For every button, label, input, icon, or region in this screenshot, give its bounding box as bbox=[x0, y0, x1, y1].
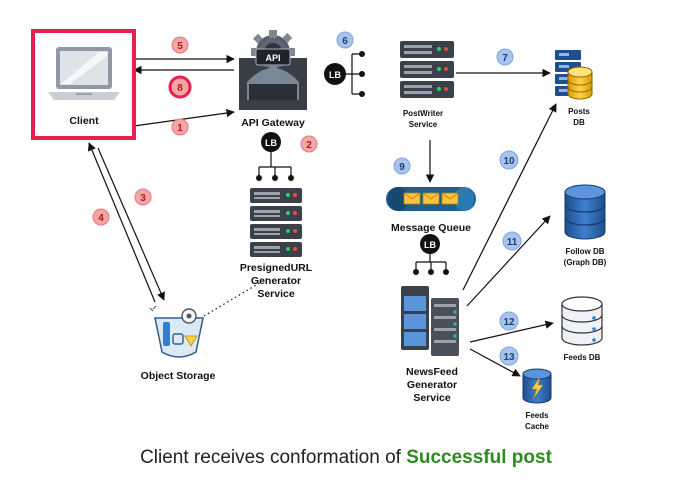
lb-fanout-6 bbox=[346, 53, 362, 95]
svg-text:12: 12 bbox=[503, 317, 515, 328]
caption: Client receives conformation of Successf… bbox=[0, 447, 692, 469]
step-badge-6: 6 bbox=[336, 31, 354, 49]
feeds-db-node[interactable]: Feeds DB bbox=[561, 296, 603, 362]
load-balancer-icon: LB bbox=[420, 234, 440, 254]
message-queue-label: Message Queue bbox=[391, 222, 471, 234]
postwriter-node[interactable]: PostWriter Service bbox=[400, 41, 454, 129]
svg-text:11: 11 bbox=[507, 237, 518, 248]
step-badge-1: 1 bbox=[171, 118, 189, 136]
message-queue-icon bbox=[386, 187, 476, 211]
arrow-11 bbox=[466, 215, 551, 307]
step-badge-12: 12 bbox=[499, 311, 519, 331]
step-badges: 5 8 1 3 4 2 6 7 9 10 11 12 13 bbox=[92, 31, 522, 366]
feeds-cache-node[interactable]: Feeds Cache bbox=[522, 368, 552, 431]
client-label: Client bbox=[69, 115, 99, 127]
server-icon bbox=[250, 188, 302, 257]
connectors bbox=[88, 53, 557, 377]
posts-db-label-1: Posts bbox=[568, 107, 590, 116]
arrow-10 bbox=[462, 103, 557, 291]
lb-fanout-2 bbox=[258, 151, 292, 178]
caption-prefix: Client receives conformation of bbox=[140, 447, 407, 468]
api-gateway-label: API Gateway bbox=[241, 117, 305, 129]
follow-db-label-1: Follow DB bbox=[565, 247, 604, 256]
feeds-db-label: Feeds DB bbox=[564, 353, 601, 362]
api-gateway-icon: API bbox=[239, 30, 307, 110]
dotted-link bbox=[203, 277, 269, 317]
lb-label-2: LB bbox=[265, 138, 277, 148]
svg-text:7: 7 bbox=[502, 53, 508, 64]
svg-text:13: 13 bbox=[503, 352, 515, 363]
server-icon bbox=[401, 286, 459, 356]
presigned-url-node[interactable]: PresignedURL Generator Service bbox=[240, 188, 313, 300]
svg-text:3: 3 bbox=[140, 193, 146, 204]
laptop-icon bbox=[48, 47, 120, 100]
follow-db-label-2: (Graph DB) bbox=[564, 258, 607, 267]
arrow-12 bbox=[469, 320, 554, 343]
arrow-1 bbox=[133, 108, 235, 127]
object-storage-label: Object Storage bbox=[141, 370, 216, 382]
newsfeed-label-2: Generator bbox=[407, 379, 457, 391]
lightning-cache-icon bbox=[522, 368, 552, 404]
step-badge-9: 9 bbox=[393, 157, 411, 175]
svg-text:9: 9 bbox=[399, 162, 405, 173]
posts-db-node[interactable]: Posts DB bbox=[555, 50, 593, 127]
svg-text:4: 4 bbox=[98, 213, 104, 224]
api-gateway-node[interactable]: API API Gateway bbox=[239, 30, 307, 129]
arrow-3 bbox=[97, 147, 165, 301]
step-badge-10: 10 bbox=[499, 150, 519, 170]
postwriter-label-1: PostWriter bbox=[403, 109, 443, 118]
object-storage-icon bbox=[149, 305, 204, 358]
feeds-cache-label-1: Feeds bbox=[525, 411, 549, 420]
posts-db-label-2: DB bbox=[573, 118, 585, 127]
caption-highlight: Successful post bbox=[406, 447, 552, 468]
step-badge-3: 3 bbox=[134, 188, 152, 206]
api-sign-text: API bbox=[265, 53, 280, 63]
presigned-label-3: Service bbox=[257, 288, 295, 300]
svg-text:5: 5 bbox=[177, 41, 183, 52]
lb-label-3: LB bbox=[424, 240, 436, 250]
follow-db-node[interactable]: Follow DB (Graph DB) bbox=[564, 184, 607, 267]
database-icon bbox=[561, 296, 603, 346]
step-badge-7: 7 bbox=[496, 48, 514, 66]
step-badge-11: 11 bbox=[502, 231, 522, 251]
arrow-4 bbox=[88, 142, 156, 303]
newsfeed-node[interactable]: NewsFeed Generator Service bbox=[401, 286, 459, 404]
database-icon bbox=[564, 184, 606, 240]
svg-text:8: 8 bbox=[177, 83, 183, 94]
newsfeed-label-3: Service bbox=[413, 392, 451, 404]
svg-text:2: 2 bbox=[306, 140, 312, 151]
svg-text:10: 10 bbox=[503, 156, 515, 167]
svg-text:1: 1 bbox=[177, 123, 183, 134]
newsfeed-label-1: NewsFeed bbox=[406, 366, 458, 378]
client-node[interactable]: Client bbox=[31, 29, 136, 140]
step-badge-8: 8 bbox=[168, 75, 192, 99]
step-badge-5: 5 bbox=[171, 36, 189, 54]
svg-text:6: 6 bbox=[342, 36, 348, 47]
postwriter-label-2: Service bbox=[409, 120, 438, 129]
load-balancer-icon: LB bbox=[324, 63, 346, 85]
step-badge-13: 13 bbox=[499, 346, 519, 366]
step-badge-2: 2 bbox=[300, 135, 318, 153]
object-storage-node[interactable]: Object Storage bbox=[141, 305, 216, 382]
step-badge-4: 4 bbox=[92, 208, 110, 226]
presigned-label-1: PresignedURL bbox=[240, 262, 313, 274]
presigned-label-2: Generator bbox=[251, 275, 301, 287]
load-balancer-icon: LB bbox=[261, 132, 281, 152]
database-icon bbox=[555, 50, 593, 100]
arrow-13 bbox=[469, 348, 521, 377]
lb-label-1: LB bbox=[329, 70, 341, 80]
server-icon bbox=[400, 41, 454, 98]
feeds-cache-label-2: Cache bbox=[525, 422, 550, 431]
fanout-dots bbox=[256, 51, 449, 275]
message-queue-node[interactable]: Message Queue bbox=[386, 187, 476, 234]
